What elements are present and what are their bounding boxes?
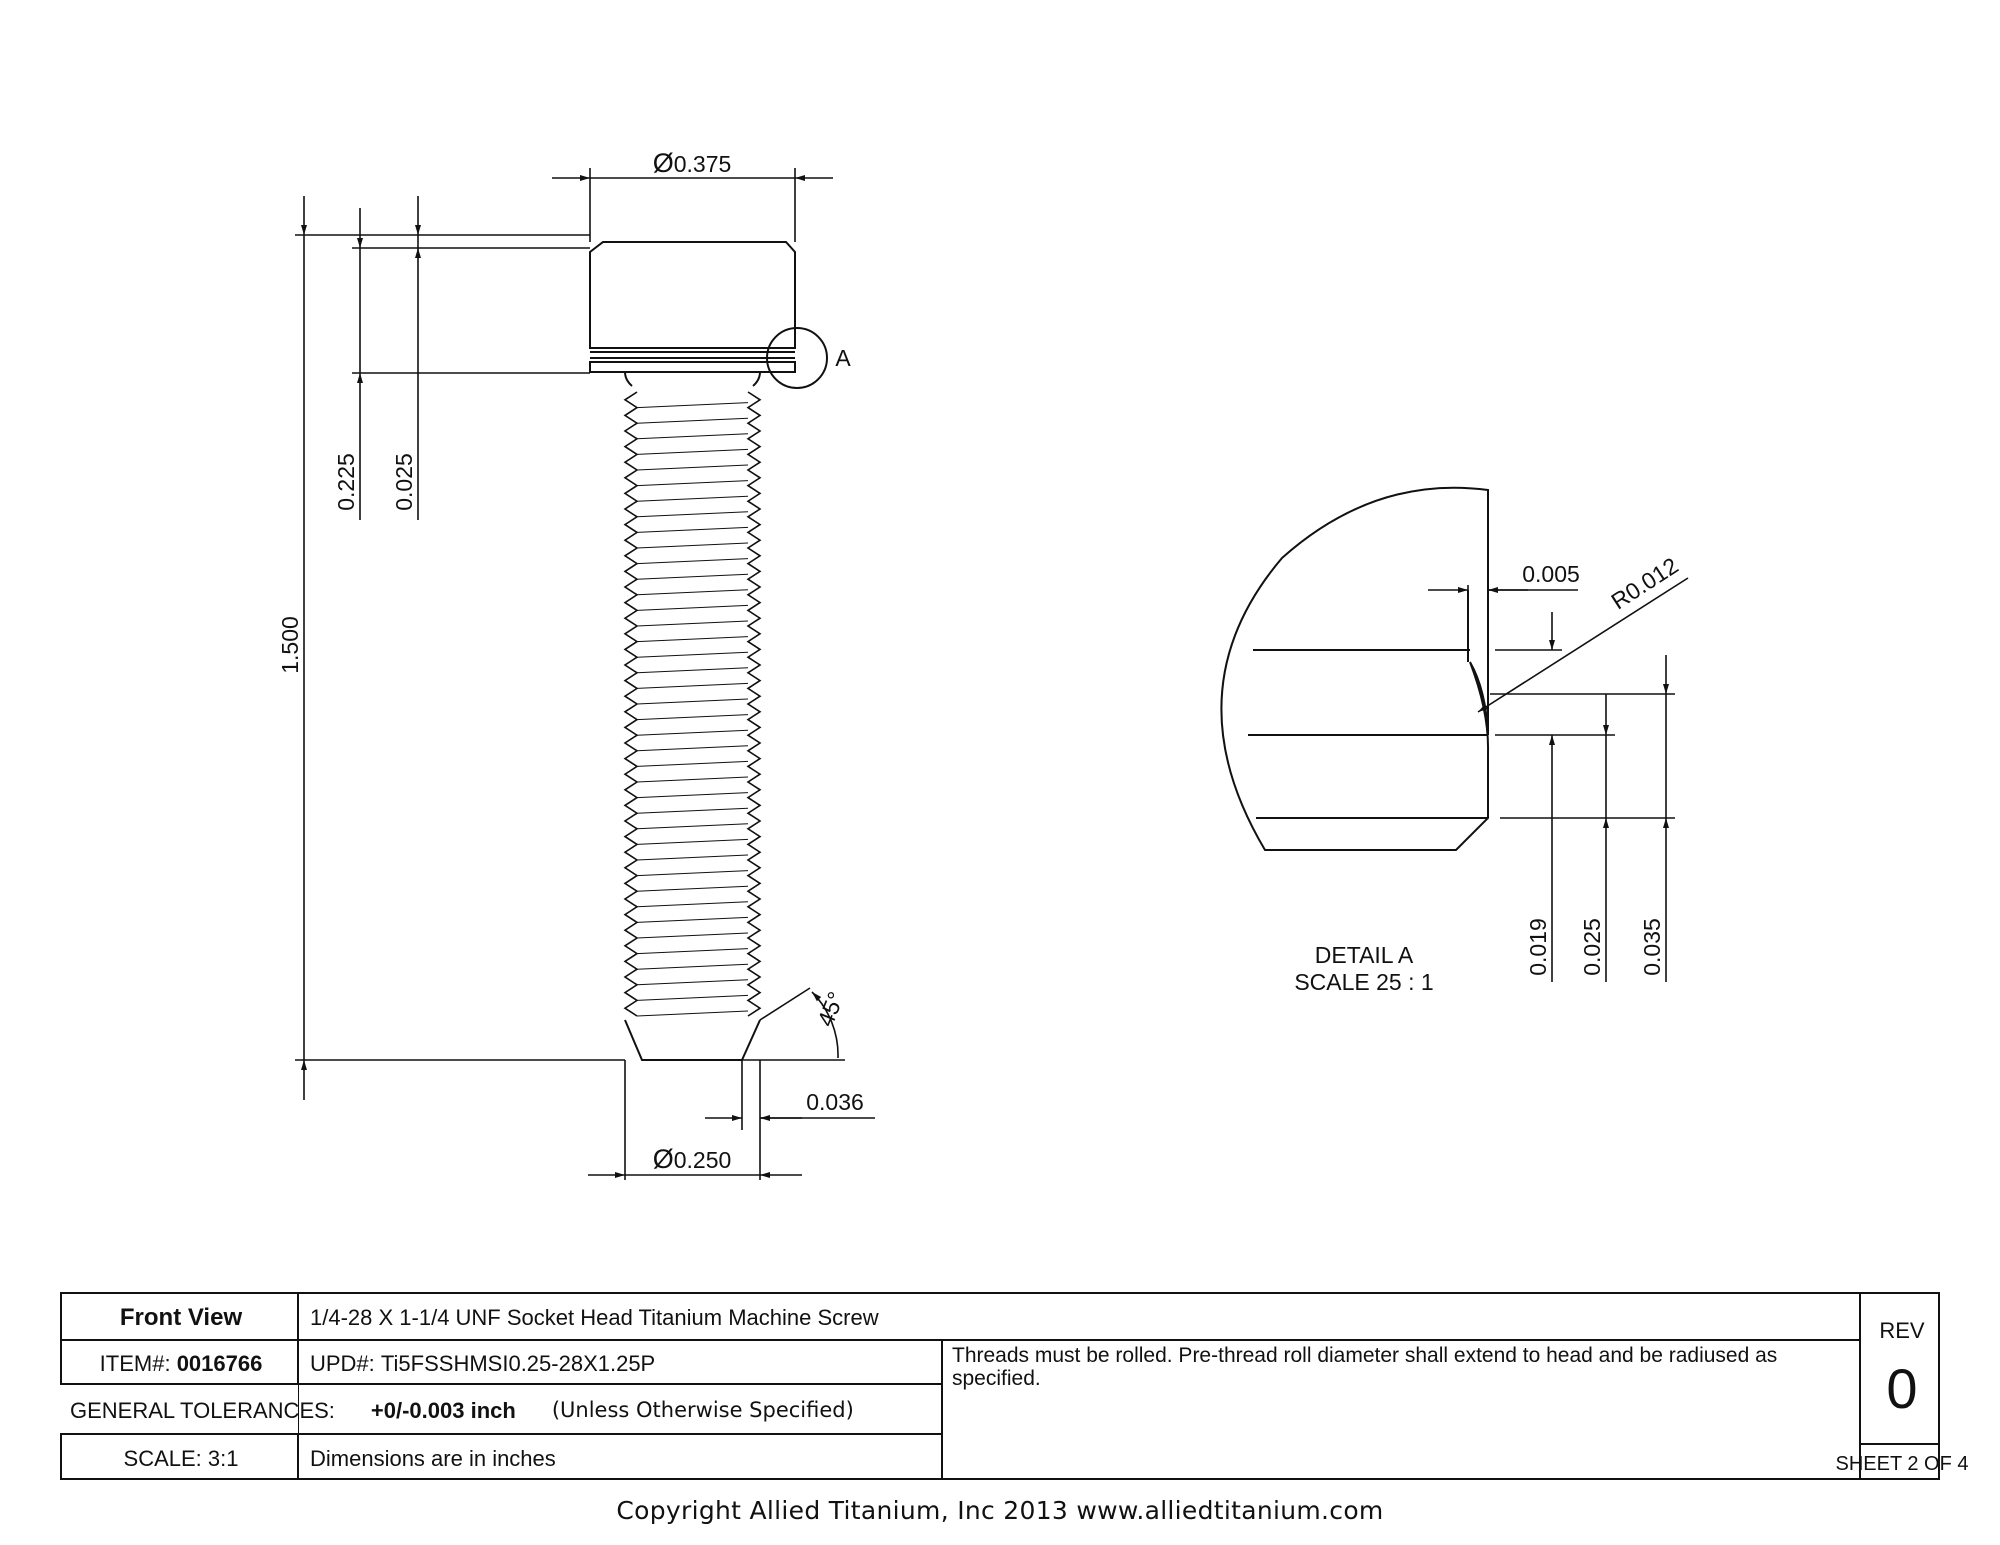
tolerances-label: GENERAL TOLERANCES: — [70, 1397, 335, 1423]
notes: Threads must be rolled. Pre-thread roll … — [952, 1344, 1778, 1391]
tolerances-note: (Unless Otherwise Specified) — [551, 1398, 854, 1423]
detail-dim-1-label: 0.019 — [1525, 918, 1551, 976]
extension-line — [759, 987, 811, 1021]
thread-crest-line — [636, 402, 749, 409]
thread-crest-line — [636, 573, 749, 580]
copyright-notice: Copyright Allied Titanium, Inc 2013 www.… — [616, 1496, 1384, 1525]
thread-profile-right — [746, 391, 762, 1017]
thread-profile-left — [623, 391, 639, 1017]
thread-crest-line — [636, 495, 749, 502]
thread-crest-line — [636, 760, 749, 767]
thread-crest-line — [636, 417, 749, 424]
tolerances-value: +0/-0.003 inch — [370, 1397, 516, 1423]
thread-crest-line — [636, 729, 749, 736]
shank-diameter-label: Ø0.250 — [653, 1144, 732, 1174]
thread-crest-line — [636, 979, 749, 986]
thread-crest-line — [636, 963, 749, 970]
thread-crest-line — [636, 870, 749, 877]
thread-crest-line — [636, 433, 749, 440]
thread-crest-line — [636, 823, 749, 830]
thread-crest-line — [636, 901, 749, 908]
thread-crest-line — [636, 792, 749, 799]
thread-crest-line — [636, 932, 749, 939]
thread-crest-line — [636, 542, 749, 549]
screw-head — [589, 241, 796, 349]
thread-crest-line — [636, 636, 749, 643]
thread-crest-line — [636, 916, 749, 923]
detail-outline — [1220, 486, 1490, 851]
thread-crest-line — [636, 667, 749, 674]
detail-dim-3-label: 0.035 — [1639, 918, 1665, 976]
head-height-label: 0.225 — [333, 453, 359, 511]
detail-scale: SCALE 25 : 1 — [1294, 969, 1433, 995]
thread-crest-line — [636, 698, 749, 705]
shank-fillet — [624, 371, 761, 387]
thread-crest-line — [636, 776, 749, 783]
thread-crest-line — [636, 558, 749, 565]
detail-callout-label: A — [835, 345, 851, 371]
item-label: ITEM#: — [99, 1350, 171, 1376]
radius-leader — [1477, 577, 1689, 713]
screw-tip-chamfer — [624, 1019, 761, 1061]
overall-length-label: 1.500 — [277, 616, 303, 674]
detail-title: DETAIL A — [1315, 942, 1414, 968]
rev-value: 0 — [1886, 1357, 1918, 1421]
detail-a-dimensions — [1428, 577, 1689, 982]
main-dimensions — [295, 168, 875, 1180]
thread-crest-line — [636, 745, 749, 752]
main-dimension-labels: Ø0.375 Ø0.250 1.500 0.225 0.025 0.036 45… — [277, 148, 864, 1174]
thread-crest-line — [636, 994, 749, 1001]
title-block-grid — [60, 1292, 1940, 1480]
chamfer-width-label: 0.036 — [806, 1089, 864, 1115]
upd-label: UPD#: — [310, 1350, 375, 1376]
screw-collar — [589, 361, 796, 373]
part-description: 1/4-28 X 1-1/4 UNF Socket Head Titanium … — [310, 1304, 879, 1330]
rev-label: REV — [1879, 1317, 1925, 1343]
tolerances-field: GENERAL TOLERANCES: +0/-0.003 inch (Unle… — [70, 1386, 940, 1436]
thread-crest-line — [636, 604, 749, 611]
sheet-number: SHEET 2 OF 4 — [1835, 1453, 1969, 1475]
title-block: Front View 1/4-28 X 1-1/4 UNF Socket Hea… — [60, 1292, 1969, 1480]
thread-crest-line — [636, 854, 749, 861]
units-note: Dimensions are in inches — [310, 1445, 556, 1471]
thread-crest-line — [636, 838, 749, 845]
thread-profile — [623, 391, 762, 1017]
item-number-field: ITEM#: 0016766 — [62, 1342, 300, 1386]
screw-front-view — [589, 241, 828, 1061]
thread-crest-line — [636, 526, 749, 533]
thread-crest-line — [636, 511, 749, 518]
thread-crest-line — [636, 682, 749, 689]
thread-crest-line — [636, 620, 749, 627]
thread-crest-line — [636, 448, 749, 455]
drawing-scale: SCALE: 3:1 — [123, 1445, 239, 1471]
thread-crest-line — [636, 651, 749, 658]
thread-crest-line — [636, 1010, 749, 1017]
groove-width-label: 0.025 — [391, 453, 417, 511]
view-name: Front View — [119, 1303, 243, 1331]
detail-dim-2-label: 0.025 — [1579, 918, 1605, 976]
detail-a-labels: 0.005 R0.012 0.019 0.025 0.035 DETAIL A … — [1294, 552, 1683, 995]
upd-number: Ti5FSSHMSI0.25-28X1.25P — [380, 1350, 656, 1376]
thread-crest-line — [636, 464, 749, 471]
thread-crest-line — [636, 807, 749, 814]
detail-depth-label: 0.005 — [1522, 561, 1580, 587]
angle-arc — [811, 991, 839, 1059]
upd-number-field: UPD#: Ti5FSSHMSI0.25-28X1.25P — [310, 1342, 940, 1386]
thread-crest-line — [636, 589, 749, 596]
thread-crest-line — [636, 885, 749, 892]
head-diameter-label: Ø0.375 — [653, 148, 732, 178]
detail-a-view — [1220, 486, 1490, 851]
chamfer-angle-label: 45° — [812, 988, 849, 1030]
thread-crest-line — [636, 480, 749, 487]
thread-crest-line — [636, 714, 749, 721]
thread-crest-line — [636, 948, 749, 955]
item-number: 0016766 — [176, 1350, 263, 1376]
detail-a-circle — [766, 327, 828, 389]
